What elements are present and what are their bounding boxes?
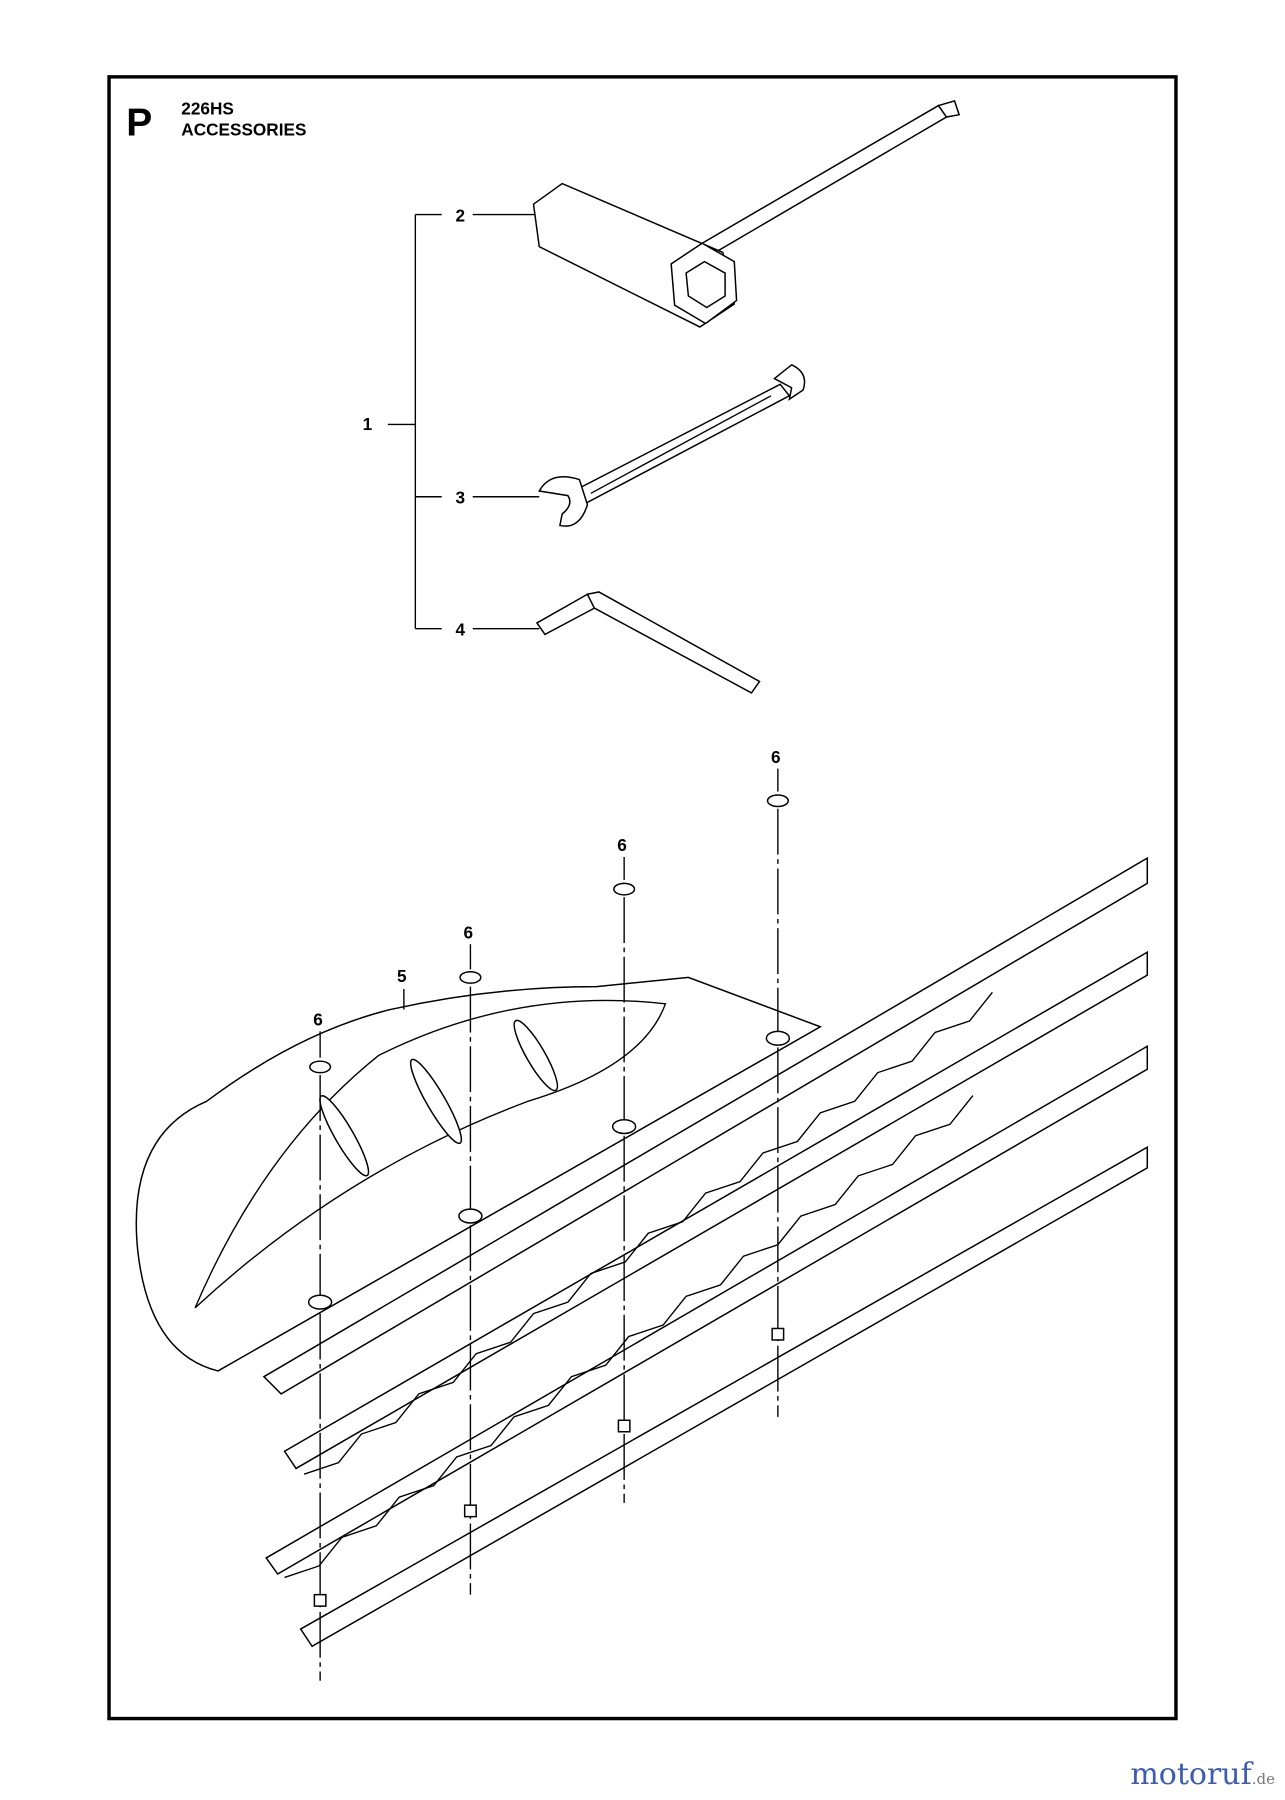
callout-6: 6: [464, 922, 474, 942]
hex-key-part-4: [535, 591, 761, 694]
blade-guard-part-5: [135, 976, 823, 1372]
callout-6: 6: [313, 1010, 323, 1030]
combination-spanner-part-2: [532, 100, 961, 328]
page-title: ACCESSORIES: [181, 119, 306, 139]
screws-part-6: [307, 794, 791, 1681]
watermark-brand: motoruf: [1130, 1757, 1252, 1792]
callout-2: 2: [456, 205, 466, 225]
watermark-tld: .de: [1251, 1770, 1275, 1788]
upper-cutter-blade: [283, 950, 1149, 1475]
callout-6: 6: [617, 835, 627, 855]
section-letter: P: [126, 101, 152, 144]
diagram-frame: [107, 75, 1178, 1721]
watermark-logo: motoruf.de: [1130, 1757, 1275, 1792]
guide-bar: [262, 856, 1149, 1395]
callout-3: 3: [456, 488, 466, 508]
callout-5: 5: [397, 966, 407, 986]
kit-bracket: [387, 213, 540, 630]
callout-1: 1: [363, 414, 373, 434]
callout-4: 4: [456, 620, 466, 640]
model-name: 226HS: [181, 99, 234, 119]
lower-cutter-blade: [265, 1044, 1149, 1648]
callout-6: 6: [771, 747, 781, 767]
wrench-part-3: [538, 363, 806, 527]
